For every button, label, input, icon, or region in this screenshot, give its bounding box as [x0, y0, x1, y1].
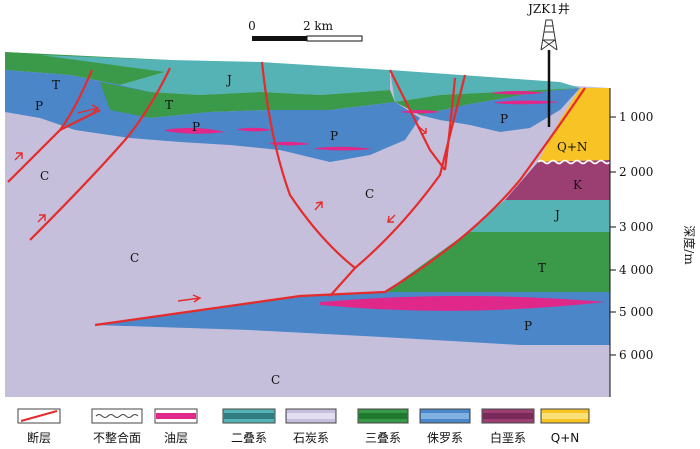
depth-axis: 1 000 2 000 3 000 4 000 5 000 6 000 深度/m — [609, 88, 697, 397]
fault-arrow — [77, 104, 100, 114]
depth-tick-label: 6 000 — [619, 348, 653, 362]
depth-tick-label: 1 000 — [619, 110, 653, 124]
legend-item-unconformity: 不整合面 — [91, 408, 143, 445]
well-jzk1: JZK1井 — [526, 2, 570, 127]
legend-item-triassic: 三叠系 — [357, 408, 409, 445]
oil-layer — [315, 146, 372, 151]
legend-item-qn: Q+N — [540, 408, 590, 445]
unit-label-p: P — [35, 99, 43, 113]
fault-arrows — [14, 104, 427, 303]
right-permian — [420, 88, 580, 132]
unit-label-c: C — [365, 187, 374, 201]
svg-text:油层: 油层 — [164, 431, 188, 445]
depth-tick-label: 4 000 — [619, 263, 653, 277]
cretaceous-unit — [505, 160, 610, 200]
fault-arrow — [387, 214, 396, 223]
oil-layer — [490, 91, 545, 95]
unit-label-p: P — [500, 112, 508, 126]
unit-label-k: K — [573, 178, 583, 192]
oil-layer — [165, 127, 225, 134]
fault-line — [59, 109, 101, 131]
unit-label-p: P — [192, 120, 200, 134]
unit-label-t: T — [165, 98, 173, 112]
unit-label-c: C — [40, 169, 49, 183]
fault-line — [389, 69, 446, 171]
svg-text:白垩系: 白垩系 — [490, 430, 526, 445]
legend-item-carboniferous: 石炭系 — [285, 408, 337, 445]
jurassic-unit — [468, 200, 610, 232]
depth-tick-label: 5 000 — [619, 305, 653, 319]
scale-bar: 0 2 km — [248, 19, 363, 42]
fault-arrow — [314, 201, 323, 211]
unit-label-t: T — [52, 78, 60, 92]
svg-text:三叠系: 三叠系 — [365, 431, 401, 445]
well-label: JZK1井 — [526, 2, 570, 16]
scale-start: 0 — [248, 19, 256, 33]
unit-label-p: P — [524, 319, 532, 333]
depth-tick-label: 3 000 — [619, 220, 653, 234]
legend-item-jurassic: 侏罗系 — [419, 408, 471, 445]
mid-triassic — [100, 82, 395, 118]
unit-label-qn: Q+N — [557, 140, 587, 154]
triassic-unit — [385, 232, 610, 292]
svg-text:二叠系: 二叠系 — [231, 431, 267, 445]
legend-item-permian: 二叠系 — [222, 408, 276, 445]
fault-line — [260, 61, 356, 269]
fault-arrow — [417, 125, 427, 135]
scale-mid: 2 km — [303, 19, 334, 33]
oil-layer — [270, 141, 310, 146]
svg-text:断层: 断层 — [27, 430, 51, 445]
fault-arrow — [37, 214, 46, 223]
fault-lines — [7, 61, 586, 327]
unit-label-j: J — [553, 208, 560, 222]
legend: 断层 不整合面 油层 二叠系 石炭系 三叠系 — [17, 408, 590, 445]
depth-axis-title: 深度/m — [682, 225, 697, 265]
unit-labels: T P J T P P P Q+N K J T P C C C C — [35, 73, 587, 387]
unit-label-j: J — [225, 73, 232, 87]
unit-label-c: C — [271, 373, 280, 387]
unit-label-c: C — [130, 251, 139, 265]
svg-text:侏罗系: 侏罗系 — [427, 431, 463, 445]
depth-tick-label: 2 000 — [619, 165, 653, 179]
oil-layer — [238, 127, 272, 132]
left-jurassic-band — [40, 55, 390, 95]
fault-line — [329, 74, 467, 297]
fault-arrow — [177, 294, 202, 303]
qn-unit — [538, 88, 610, 162]
unconformity-line — [537, 159, 611, 165]
legend-item-cretaceous: 白垩系 — [481, 408, 535, 445]
right-top-triassic — [395, 88, 580, 115]
legend-item-oil: 油层 — [154, 408, 198, 445]
oil-layer — [495, 100, 560, 105]
fault-line — [29, 67, 171, 241]
legend-item-fault: 断层 — [17, 408, 61, 445]
fault-arrow — [14, 152, 23, 161]
derrick-icon — [540, 19, 558, 51]
unit-label-p: P — [330, 129, 338, 143]
oil-layer — [320, 296, 605, 311]
right-top-jurassic — [390, 70, 580, 102]
svg-text:Q+N: Q+N — [551, 431, 579, 445]
svg-text:不整合面: 不整合面 — [93, 430, 141, 445]
fault-line — [443, 77, 457, 171]
unit-label-t: T — [538, 261, 546, 275]
svg-text:石炭系: 石炭系 — [293, 431, 329, 445]
fault-line — [94, 87, 586, 327]
